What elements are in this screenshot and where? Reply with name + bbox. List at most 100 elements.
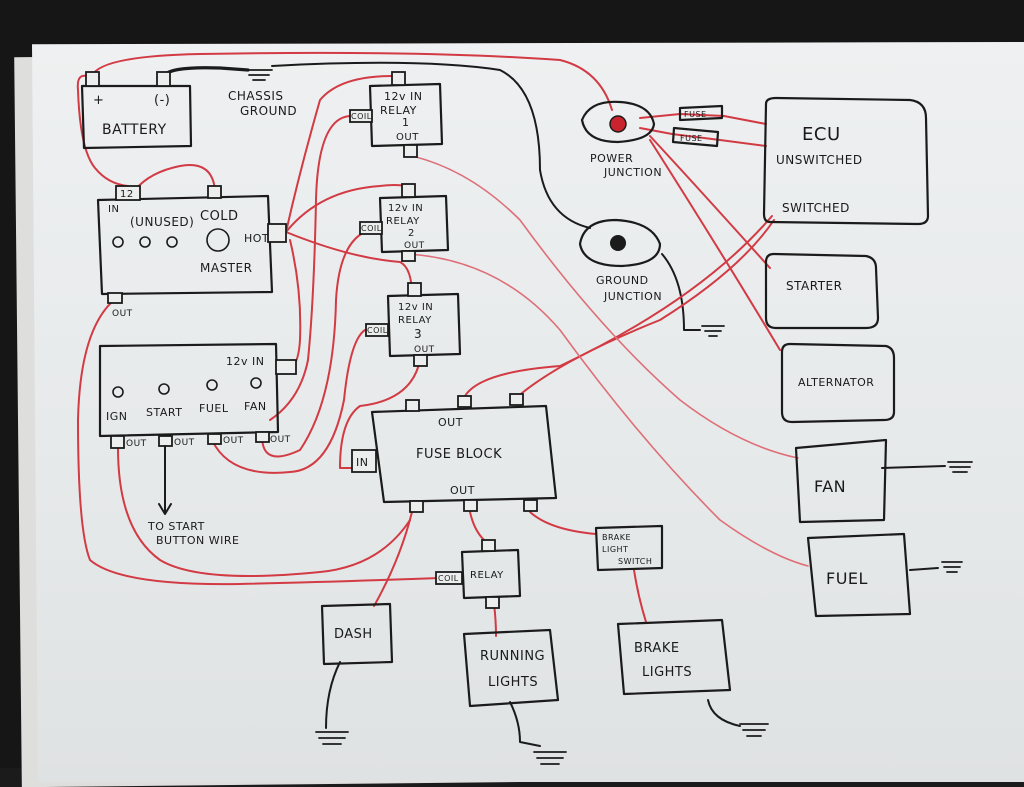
ground-junction: GROUND JUNCTION	[578, 218, 662, 303]
fuse-1-label: FUSE	[684, 110, 707, 119]
fuse-block-out-bottom-3	[523, 499, 538, 512]
starter-label: STARTER	[786, 279, 842, 293]
fuel-out-terminal	[207, 433, 222, 445]
master-out-label: OUT	[112, 309, 133, 319]
master-unused-knob-3	[166, 236, 178, 248]
fan-box	[794, 438, 888, 524]
start-switch-label: START	[146, 406, 182, 419]
alternator-label: ALTERNATOR	[798, 376, 874, 389]
ecu-title: ECU	[802, 124, 841, 145]
chassis-ground-label-line2: GROUND	[240, 104, 297, 118]
master-in-terminal	[115, 185, 141, 201]
power-wires	[76, 51, 809, 637]
relay2-coil-label: COIL	[361, 224, 382, 233]
brake-switch-to-brake-lights-wire	[633, 569, 647, 623]
switch-panel-box	[98, 342, 280, 438]
brake-lights-label-line1: BRAKE	[634, 641, 680, 656]
small-relay-out-terminal	[485, 596, 500, 609]
alternator: ALTERNATOR	[780, 342, 896, 424]
master-hot-to-relay3-wire	[285, 231, 413, 297]
relay3-to-fuse-block-in-wire	[339, 359, 421, 469]
master-switch-knob	[206, 228, 230, 252]
dash: DASH	[320, 602, 394, 666]
brake-lights-box	[616, 618, 732, 696]
battery-positive-terminal	[85, 71, 100, 87]
fan: FAN	[794, 438, 888, 524]
ground-to-ground-junction-wire	[271, 61, 591, 229]
brake-light-switch-box	[594, 524, 664, 572]
switch-panel-in-terminal	[275, 359, 297, 375]
relay1-number-label: 1	[402, 116, 410, 129]
ecu-switched-label: SWITCHED	[782, 201, 850, 215]
relay3-in-terminal	[407, 282, 422, 297]
ecu-unswitched-label: UNSWITCHED	[776, 153, 863, 167]
master-label: MASTER	[200, 261, 252, 275]
relay1-coil-label: COIL	[351, 112, 372, 121]
battery-to-chassis-ground-wire	[161, 66, 250, 80]
start-out-label: OUT	[174, 438, 195, 448]
battery: + (-) BATTERY	[80, 71, 193, 150]
master-unused-label: (UNUSED)	[130, 215, 194, 229]
fuse-block-to-dash-wire	[373, 511, 413, 607]
relay3-out-terminal	[413, 354, 428, 367]
fan-ground-symbol	[947, 461, 973, 473]
ign-out-terminal	[110, 435, 125, 449]
fuel-out-label: OUT	[223, 436, 244, 446]
master-in-value: 12	[120, 189, 134, 200]
ignition-out-wire	[117, 447, 411, 577]
relay3-coil-label: COIL	[367, 326, 388, 335]
relay2-out-terminal	[401, 250, 416, 262]
fan-ground-wire	[881, 465, 946, 469]
fuse-block-to-ecu-switched-wire-b	[515, 219, 775, 399]
fuel-box	[806, 532, 912, 618]
ground-junction-stud	[610, 235, 626, 251]
master-cold-loop-wire	[134, 164, 216, 191]
small-relay-box	[460, 548, 522, 600]
power-junction-label-line2: JUNCTION	[603, 166, 662, 179]
fan-out-label: OUT	[270, 435, 291, 445]
relay3-in-label: 12v IN	[398, 302, 433, 313]
ground-junction-label-line2: JUNCTION	[603, 290, 662, 303]
fuse-block-in-terminal	[351, 449, 377, 473]
master-unused-knob-1	[112, 236, 124, 248]
relay1-name-label: RELAY	[380, 104, 417, 117]
master-out-to-small-relay-coil-wire	[77, 299, 441, 586]
fuse-block-out-top-label: OUT	[438, 416, 463, 429]
fuel-switch	[206, 379, 218, 391]
master-in-label: IN	[108, 204, 119, 215]
relay3-name-label: RELAY	[398, 315, 432, 326]
ground-junction-drain-wire	[661, 253, 701, 331]
brake-switch-label-line1: BRAKE	[602, 533, 631, 542]
fuse-block-box	[370, 404, 558, 504]
ecu-fuses: FUSE FUSE	[671, 104, 724, 148]
ground-junction-label-line1: GROUND	[596, 274, 649, 287]
master-switch: 12 IN (UNUSED) COLD HOT MASTER OUT	[96, 185, 287, 319]
starter: STARTER	[764, 252, 880, 330]
relay2-number-label: 2	[408, 228, 415, 239]
power-junction-to-alternator-wire	[649, 139, 781, 351]
master-to-switch-panel-in-wire	[283, 239, 302, 372]
dash-box	[320, 602, 394, 666]
relay1-out-terminal	[403, 144, 418, 158]
fuel-switch-label: FUEL	[199, 402, 229, 415]
fuel-ground-symbol	[941, 561, 963, 573]
relay-2: COIL 12v IN RELAY 2 OUT	[359, 183, 450, 262]
dash-ground-symbol	[315, 731, 349, 745]
fuse-block-out-top-2	[457, 395, 472, 408]
running-lights: RUNNING LIGHTS	[462, 628, 560, 708]
relay3-number-label: 3	[414, 327, 422, 341]
power-junction-to-starter-wire	[649, 135, 771, 269]
master-hot-to-relay2-wire	[285, 184, 406, 233]
master-unused-knob-2	[139, 236, 151, 248]
brake-lights-ground-wire	[707, 699, 741, 727]
relay1-in-terminal	[391, 71, 406, 86]
ecu-box	[762, 96, 930, 226]
fan-switch	[250, 377, 262, 389]
switch-panel: 12v IN IGN START FUEL FAN OUT OUT OUT OU…	[98, 342, 297, 449]
starter-box	[764, 252, 880, 330]
fuel: FUEL	[806, 532, 912, 618]
battery-box	[80, 84, 193, 150]
brake-switch-label-line3: SWITCH	[618, 557, 652, 566]
chassis-ground-label-line1: CHASSIS	[228, 89, 284, 103]
fuel-label: FUEL	[826, 569, 868, 588]
